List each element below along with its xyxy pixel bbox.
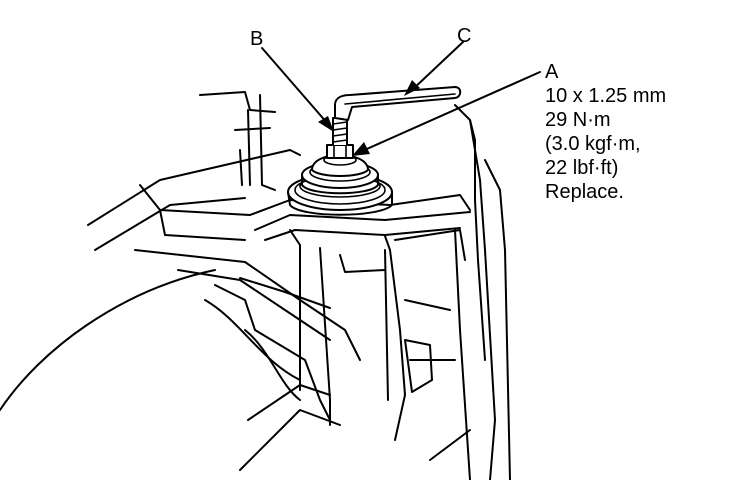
callout-c: C bbox=[457, 25, 471, 47]
leader-a bbox=[359, 71, 541, 153]
spec-note: Replace. bbox=[545, 181, 624, 203]
hex-wrench bbox=[334, 86, 462, 121]
strut-mount bbox=[287, 117, 393, 216]
leader-c bbox=[411, 41, 464, 91]
spec-block: 10 x 1.25 mm 29 N·m (3.0 kgf·m, 22 lbf·f… bbox=[545, 85, 666, 203]
spec-size: 10 x 1.25 mm bbox=[545, 85, 666, 107]
arrowhead-a bbox=[352, 142, 370, 156]
arrowhead-c bbox=[404, 80, 420, 96]
spec-torque-nm: 29 N·m bbox=[545, 109, 611, 131]
leader-b bbox=[261, 47, 329, 125]
body-outline bbox=[0, 91, 511, 480]
spec-torque-lbf: 22 lbf·ft) bbox=[545, 157, 618, 179]
callout-a: A bbox=[545, 61, 559, 83]
leader-lines bbox=[261, 41, 541, 156]
arrowhead-b bbox=[318, 116, 334, 132]
callout-b: B bbox=[250, 28, 263, 50]
spec-torque-kgf: (3.0 kgf·m, bbox=[545, 133, 641, 155]
